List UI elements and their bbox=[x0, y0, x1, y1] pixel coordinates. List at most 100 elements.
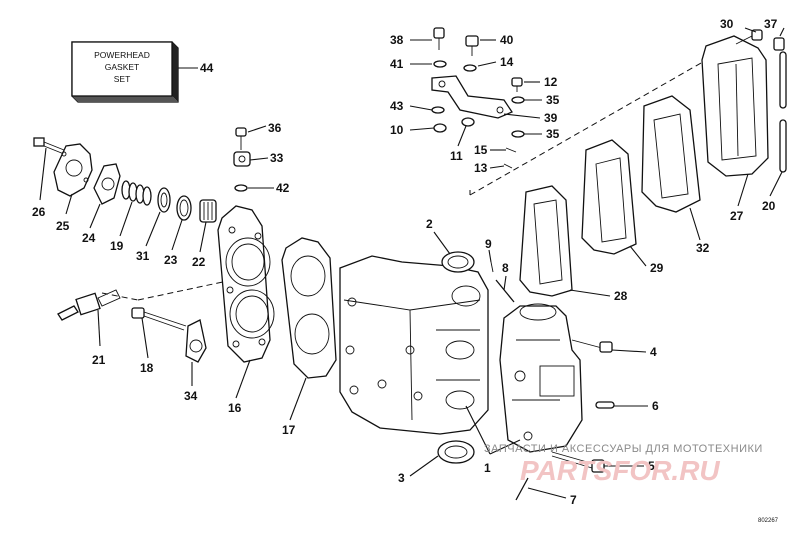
part-12-screw bbox=[511, 77, 523, 92]
part-29-reed-plate bbox=[581, 139, 637, 255]
leader-lines bbox=[39, 27, 785, 499]
callout-15: 15 bbox=[474, 143, 488, 157]
callout-35-b: 35 bbox=[546, 127, 560, 141]
part-30-screw bbox=[735, 29, 763, 45]
callout-36: 36 bbox=[268, 121, 282, 135]
callout-35-a: 35 bbox=[546, 93, 560, 107]
callout-30: 30 bbox=[720, 17, 734, 31]
part-4-bolt bbox=[571, 339, 613, 353]
callout-13: 13 bbox=[474, 161, 488, 175]
part-37-fitting bbox=[773, 37, 787, 109]
callout-32: 32 bbox=[696, 241, 710, 255]
part-38-screw bbox=[433, 27, 445, 50]
part-16-cylinder-head bbox=[217, 205, 275, 363]
part-15-spring bbox=[505, 147, 517, 153]
callout-41: 41 bbox=[390, 57, 404, 71]
part-20-tube bbox=[779, 119, 787, 173]
callout-16: 16 bbox=[228, 401, 242, 415]
callout-37: 37 bbox=[764, 17, 778, 31]
part-8-dowel bbox=[495, 279, 515, 303]
part-35-washer-a bbox=[511, 96, 525, 104]
part-3-seal bbox=[437, 440, 475, 464]
callout-9: 9 bbox=[485, 237, 492, 251]
callout-12: 12 bbox=[544, 75, 558, 89]
callout-14: 14 bbox=[500, 55, 514, 69]
callout-33: 33 bbox=[270, 151, 284, 165]
main-crankcase-block bbox=[339, 255, 489, 435]
callout-34: 34 bbox=[184, 389, 198, 403]
part-32-gasket bbox=[641, 95, 701, 213]
part-33-fitting bbox=[233, 151, 251, 167]
part-23-seal bbox=[176, 195, 192, 221]
part-11-washer bbox=[461, 117, 475, 127]
gasket-set-label-line2: GASKET bbox=[105, 62, 139, 72]
part-27-exhaust-cover bbox=[701, 35, 769, 177]
callout-39: 39 bbox=[544, 111, 558, 125]
callout-26: 26 bbox=[32, 205, 46, 219]
part-14-washer bbox=[463, 64, 477, 72]
part-43-washer bbox=[431, 106, 445, 114]
callout-17: 17 bbox=[282, 423, 296, 437]
part-34-clamp bbox=[185, 319, 207, 363]
part-21-spark-plug bbox=[57, 289, 121, 321]
callout-28: 28 bbox=[614, 289, 628, 303]
callout-29: 29 bbox=[650, 261, 664, 275]
part-17-head-gasket bbox=[281, 237, 337, 379]
part-41-washer bbox=[433, 60, 447, 68]
callout-20: 20 bbox=[762, 199, 776, 213]
part-35-washer-b bbox=[511, 130, 525, 138]
watermark-tagline: ЗАПЧАСТИ И АКСЕССУАРЫ ДЛЯ МОТОТЕХНИКИ bbox=[484, 443, 763, 455]
watermark-logo: PARTSFOR.RU bbox=[520, 455, 720, 486]
part-5-bolt bbox=[551, 451, 605, 473]
callout-6: 6 bbox=[652, 399, 659, 413]
callout-27: 27 bbox=[730, 209, 744, 223]
callout-numbers: 44 26 25 24 19 31 23 22 36 33 42 21 18 3… bbox=[32, 17, 778, 507]
callout-24: 24 bbox=[82, 231, 96, 245]
callout-22: 22 bbox=[192, 255, 206, 269]
part-2-seal bbox=[441, 251, 475, 273]
gasket-set-label-line3: SET bbox=[114, 74, 131, 84]
callout-18: 18 bbox=[140, 361, 154, 375]
callout-23: 23 bbox=[164, 253, 178, 267]
part-25-cover-plate bbox=[53, 143, 93, 197]
gasket-set-label-line1: POWERHEAD bbox=[94, 50, 150, 60]
part-10-nut bbox=[433, 123, 447, 133]
part-19-spring bbox=[121, 180, 152, 206]
callout-10: 10 bbox=[390, 123, 404, 137]
part-24-gasket bbox=[93, 163, 121, 205]
watermark: ЗАПЧАСТИ И АКСЕССУАРЫ ДЛЯ МОТОТЕХНИКИ PA… bbox=[484, 443, 763, 486]
part-9-pin bbox=[490, 261, 494, 273]
part-39-bracket bbox=[431, 75, 513, 119]
callout-1: 1 bbox=[484, 461, 491, 475]
callout-44: 44 bbox=[200, 61, 214, 75]
callout-40: 40 bbox=[500, 33, 514, 47]
part-26-screw bbox=[33, 137, 65, 155]
part-6-pin bbox=[595, 401, 615, 409]
part-22-bearing bbox=[199, 199, 217, 223]
callout-21: 21 bbox=[92, 353, 106, 367]
callout-3: 3 bbox=[398, 471, 405, 485]
part-18-bolt bbox=[131, 307, 187, 331]
callout-43: 43 bbox=[390, 99, 404, 113]
callout-8: 8 bbox=[502, 261, 509, 275]
callout-19: 19 bbox=[110, 239, 124, 253]
document-number: 802267 bbox=[758, 518, 779, 524]
callout-11: 11 bbox=[450, 149, 463, 163]
callout-38: 38 bbox=[390, 33, 404, 47]
callout-25: 25 bbox=[56, 219, 70, 233]
callout-7: 7 bbox=[570, 493, 577, 507]
callout-42: 42 bbox=[276, 181, 290, 195]
gasket-set-box: POWERHEAD GASKET SET bbox=[71, 41, 179, 103]
callout-4: 4 bbox=[650, 345, 657, 359]
part-40-screw bbox=[465, 35, 479, 56]
part-42-washer bbox=[234, 184, 248, 192]
callout-31: 31 bbox=[136, 249, 150, 263]
crankcase-front-half bbox=[499, 303, 583, 453]
part-28-gasket bbox=[519, 185, 573, 297]
part-36-screw bbox=[235, 127, 247, 150]
callout-5: 5 bbox=[648, 459, 655, 473]
callout-2: 2 bbox=[426, 217, 433, 231]
part-31-ring bbox=[157, 187, 171, 213]
